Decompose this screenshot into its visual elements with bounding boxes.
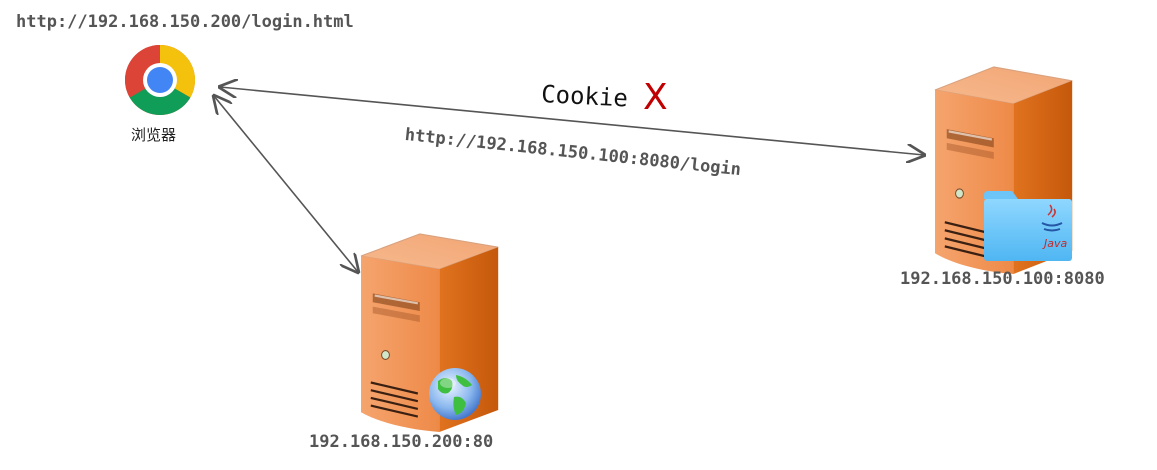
java-server-address: 192.168.150.100:8080 [900,269,1105,289]
java-folder-icon: Java [984,191,1072,261]
cookie-blocked-mark: X [643,77,668,118]
edge-browser-web [214,96,358,272]
chrome-icon [125,45,195,115]
cookie-label: Cookie [540,80,629,113]
browser-label: 浏览器 [131,126,177,144]
globe-icon [429,368,481,420]
java-badge-text: Java [1042,237,1067,250]
browser-url: http://192.168.150.200/login.html [16,12,354,32]
web-server-address: 192.168.150.200:80 [309,432,494,452]
